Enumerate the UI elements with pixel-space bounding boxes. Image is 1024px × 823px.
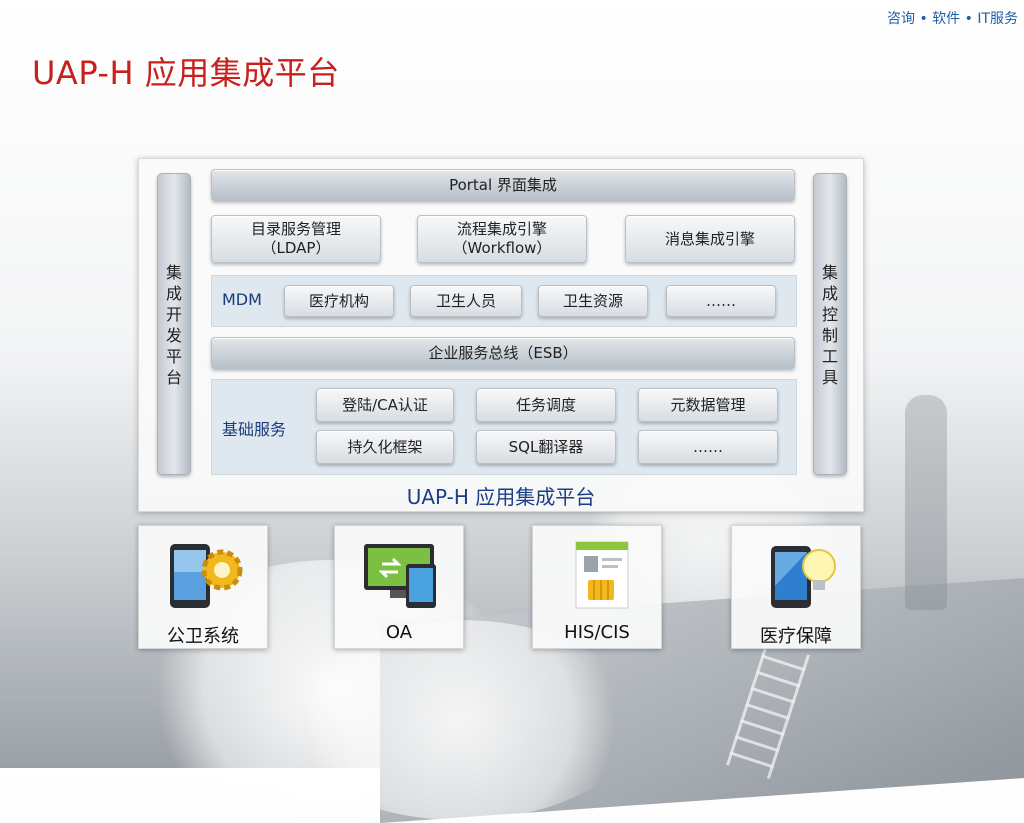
tablet-gear-icon bbox=[170, 544, 243, 608]
vertical-bar-char: 制 bbox=[821, 326, 838, 345]
vertical-bar-char: 开 bbox=[165, 305, 182, 324]
vertical-bar-char: 具 bbox=[821, 368, 838, 387]
base-item-more[interactable]: …… bbox=[638, 430, 778, 464]
workflow-engine-block[interactable]: 流程集成引擎 （Workflow） bbox=[417, 215, 587, 263]
app-card-medical-insurance[interactable]: 医疗保障 bbox=[731, 525, 861, 649]
message-engine-label: 消息集成引擎 bbox=[664, 229, 755, 248]
company-tagline: 咨询 • 软件 • IT服务 bbox=[887, 11, 1018, 27]
vertical-bar-char: 工 bbox=[821, 347, 838, 366]
page-title: UAP-H 应用集成平台 bbox=[32, 54, 340, 92]
document-chip-icon bbox=[575, 541, 629, 609]
app-card-oa[interactable]: OA bbox=[334, 525, 464, 649]
base-item-task-scheduling[interactable]: 任务调度 bbox=[476, 388, 616, 422]
integration-dev-platform-bar[interactable]: 集成开发平台 bbox=[157, 173, 191, 475]
esb-block[interactable]: 企业服务总线（ESB） bbox=[211, 337, 795, 369]
platform-caption: UAP-H 应用集成平台 bbox=[406, 485, 596, 509]
app-label: OA bbox=[385, 622, 413, 643]
vertical-bar-char: 发 bbox=[165, 326, 182, 345]
vertical-bar-char: 成 bbox=[821, 284, 838, 303]
vertical-bar-char: 台 bbox=[165, 368, 182, 387]
base-item-sql-translator[interactable]: SQL翻译器 bbox=[476, 430, 616, 464]
vertical-bar-char: 控 bbox=[821, 305, 838, 324]
base-services-panel: 基础服务 登陆/CA认证 任务调度 元数据管理 持久化框架 SQL翻译器 …… bbox=[211, 379, 797, 475]
background-cloud bbox=[280, 620, 640, 820]
vertical-bar-char: 成 bbox=[165, 284, 182, 303]
vertical-bar-char: 平 bbox=[165, 347, 182, 366]
mdm-item-medical-institutions[interactable]: 医疗机构 bbox=[284, 285, 394, 317]
base-item-persistence-framework[interactable]: 持久化框架 bbox=[316, 430, 454, 464]
mdm-item-health-resources[interactable]: 卫生资源 bbox=[538, 285, 648, 317]
monitor-sync-icon bbox=[364, 544, 436, 608]
workflow-engine-sublabel: （Workflow） bbox=[452, 239, 552, 257]
app-label: HIS/CIS bbox=[564, 622, 630, 643]
mdm-panel: MDM 医疗机构 卫生人员 卫生资源 …… bbox=[211, 275, 797, 327]
base-services-label: 基础服务 bbox=[222, 420, 287, 439]
app-label: 公卫系统 bbox=[167, 626, 239, 647]
vertical-bar-char: 集 bbox=[821, 263, 838, 282]
portal-integration-block[interactable]: Portal 界面集成 bbox=[211, 169, 795, 201]
base-item-login-ca-auth[interactable]: 登陆/CA认证 bbox=[316, 388, 454, 422]
app-card-public-health[interactable]: 公卫系统 bbox=[138, 525, 268, 649]
workflow-engine-label: 流程集成引擎 bbox=[456, 220, 547, 239]
vertical-bar-char: 集 bbox=[165, 263, 182, 282]
mdm-item-health-personnel[interactable]: 卫生人员 bbox=[410, 285, 522, 317]
directory-service-label: 目录服务管理 bbox=[250, 220, 341, 239]
mdm-item-more[interactable]: …… bbox=[666, 285, 776, 317]
background-figure bbox=[905, 395, 947, 610]
app-card-his-cis[interactable]: HIS/CIS bbox=[532, 525, 662, 649]
tablet-bulb-icon bbox=[771, 546, 836, 608]
integration-control-tools-bar[interactable]: 集成控制工具 bbox=[813, 173, 847, 475]
directory-service-block[interactable]: 目录服务管理 （LDAP） bbox=[211, 215, 381, 263]
directory-service-sublabel: （LDAP） bbox=[261, 239, 331, 257]
app-label: 医疗保障 bbox=[760, 626, 832, 647]
platform-diagram: 集成开发平台 集成控制工具 Portal 界面集成 目录服务管理 （LDAP） … bbox=[138, 158, 864, 512]
message-engine-block[interactable]: 消息集成引擎 bbox=[625, 215, 795, 263]
mdm-label: MDM bbox=[222, 290, 262, 309]
base-item-metadata-management[interactable]: 元数据管理 bbox=[638, 388, 778, 422]
